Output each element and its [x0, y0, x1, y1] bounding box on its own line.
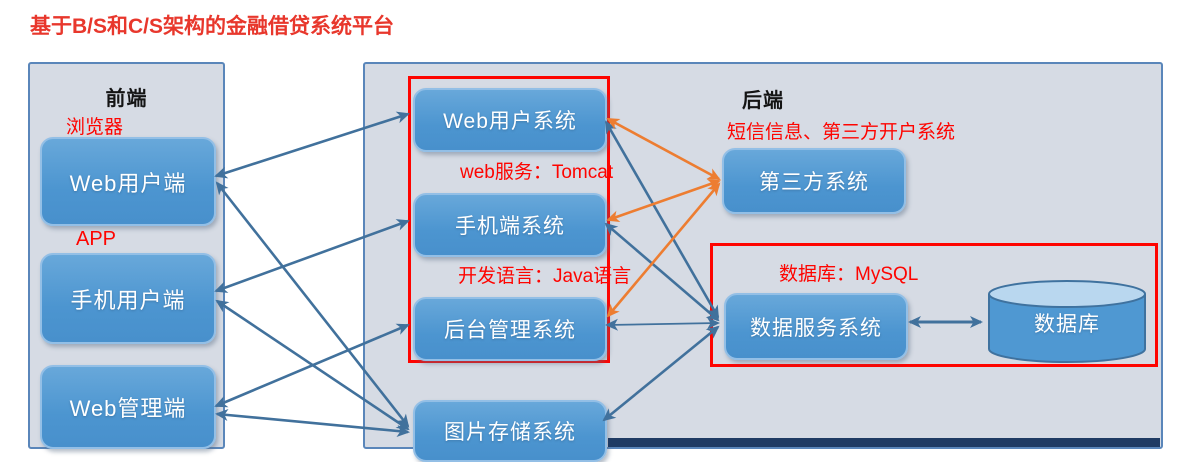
mobile-user-client-box: 手机用户端 [40, 253, 216, 344]
sms-annotation: 短信信息、第三方开户系统 [727, 122, 956, 143]
dev-language-annotation: 开发语言：Java语言 [458, 266, 632, 287]
third-party-system-box: 第三方系统 [722, 148, 906, 214]
web-user-client-box: Web用户端 [40, 137, 216, 226]
backend-header: 后端 [742, 90, 784, 112]
page-title: 基于B/S和C/S架构的金融借贷系统平台 [30, 15, 395, 38]
frontend-header: 前端 [105, 88, 148, 110]
mobile-system-box: 手机端系统 [413, 193, 607, 257]
database-cylinder-shape [988, 280, 1146, 363]
browser-annotation: 浏览器 [66, 117, 124, 138]
bottom-dark-strip [608, 438, 1160, 447]
app-annotation: APP [76, 228, 117, 250]
image-storage-system-box: 图片存储系统 [413, 400, 607, 462]
web-user-system-box: Web用户系统 [413, 88, 607, 152]
database-label: 数据库 [1034, 313, 1100, 336]
data-service-system-box: 数据服务系统 [724, 293, 908, 360]
diagram-canvas: { "title": "基于B/S和C/S架构的金融借贷系统平台", "colo… [28, 15, 1163, 462]
admin-system-box: 后台管理系统 [413, 297, 607, 361]
database-cylinder [987, 280, 1147, 364]
web-service-annotation: web服务：Tomcat [460, 162, 614, 183]
mysql-annotation: 数据库：MySQL [779, 264, 919, 285]
web-admin-client-box: Web管理端 [40, 365, 216, 449]
